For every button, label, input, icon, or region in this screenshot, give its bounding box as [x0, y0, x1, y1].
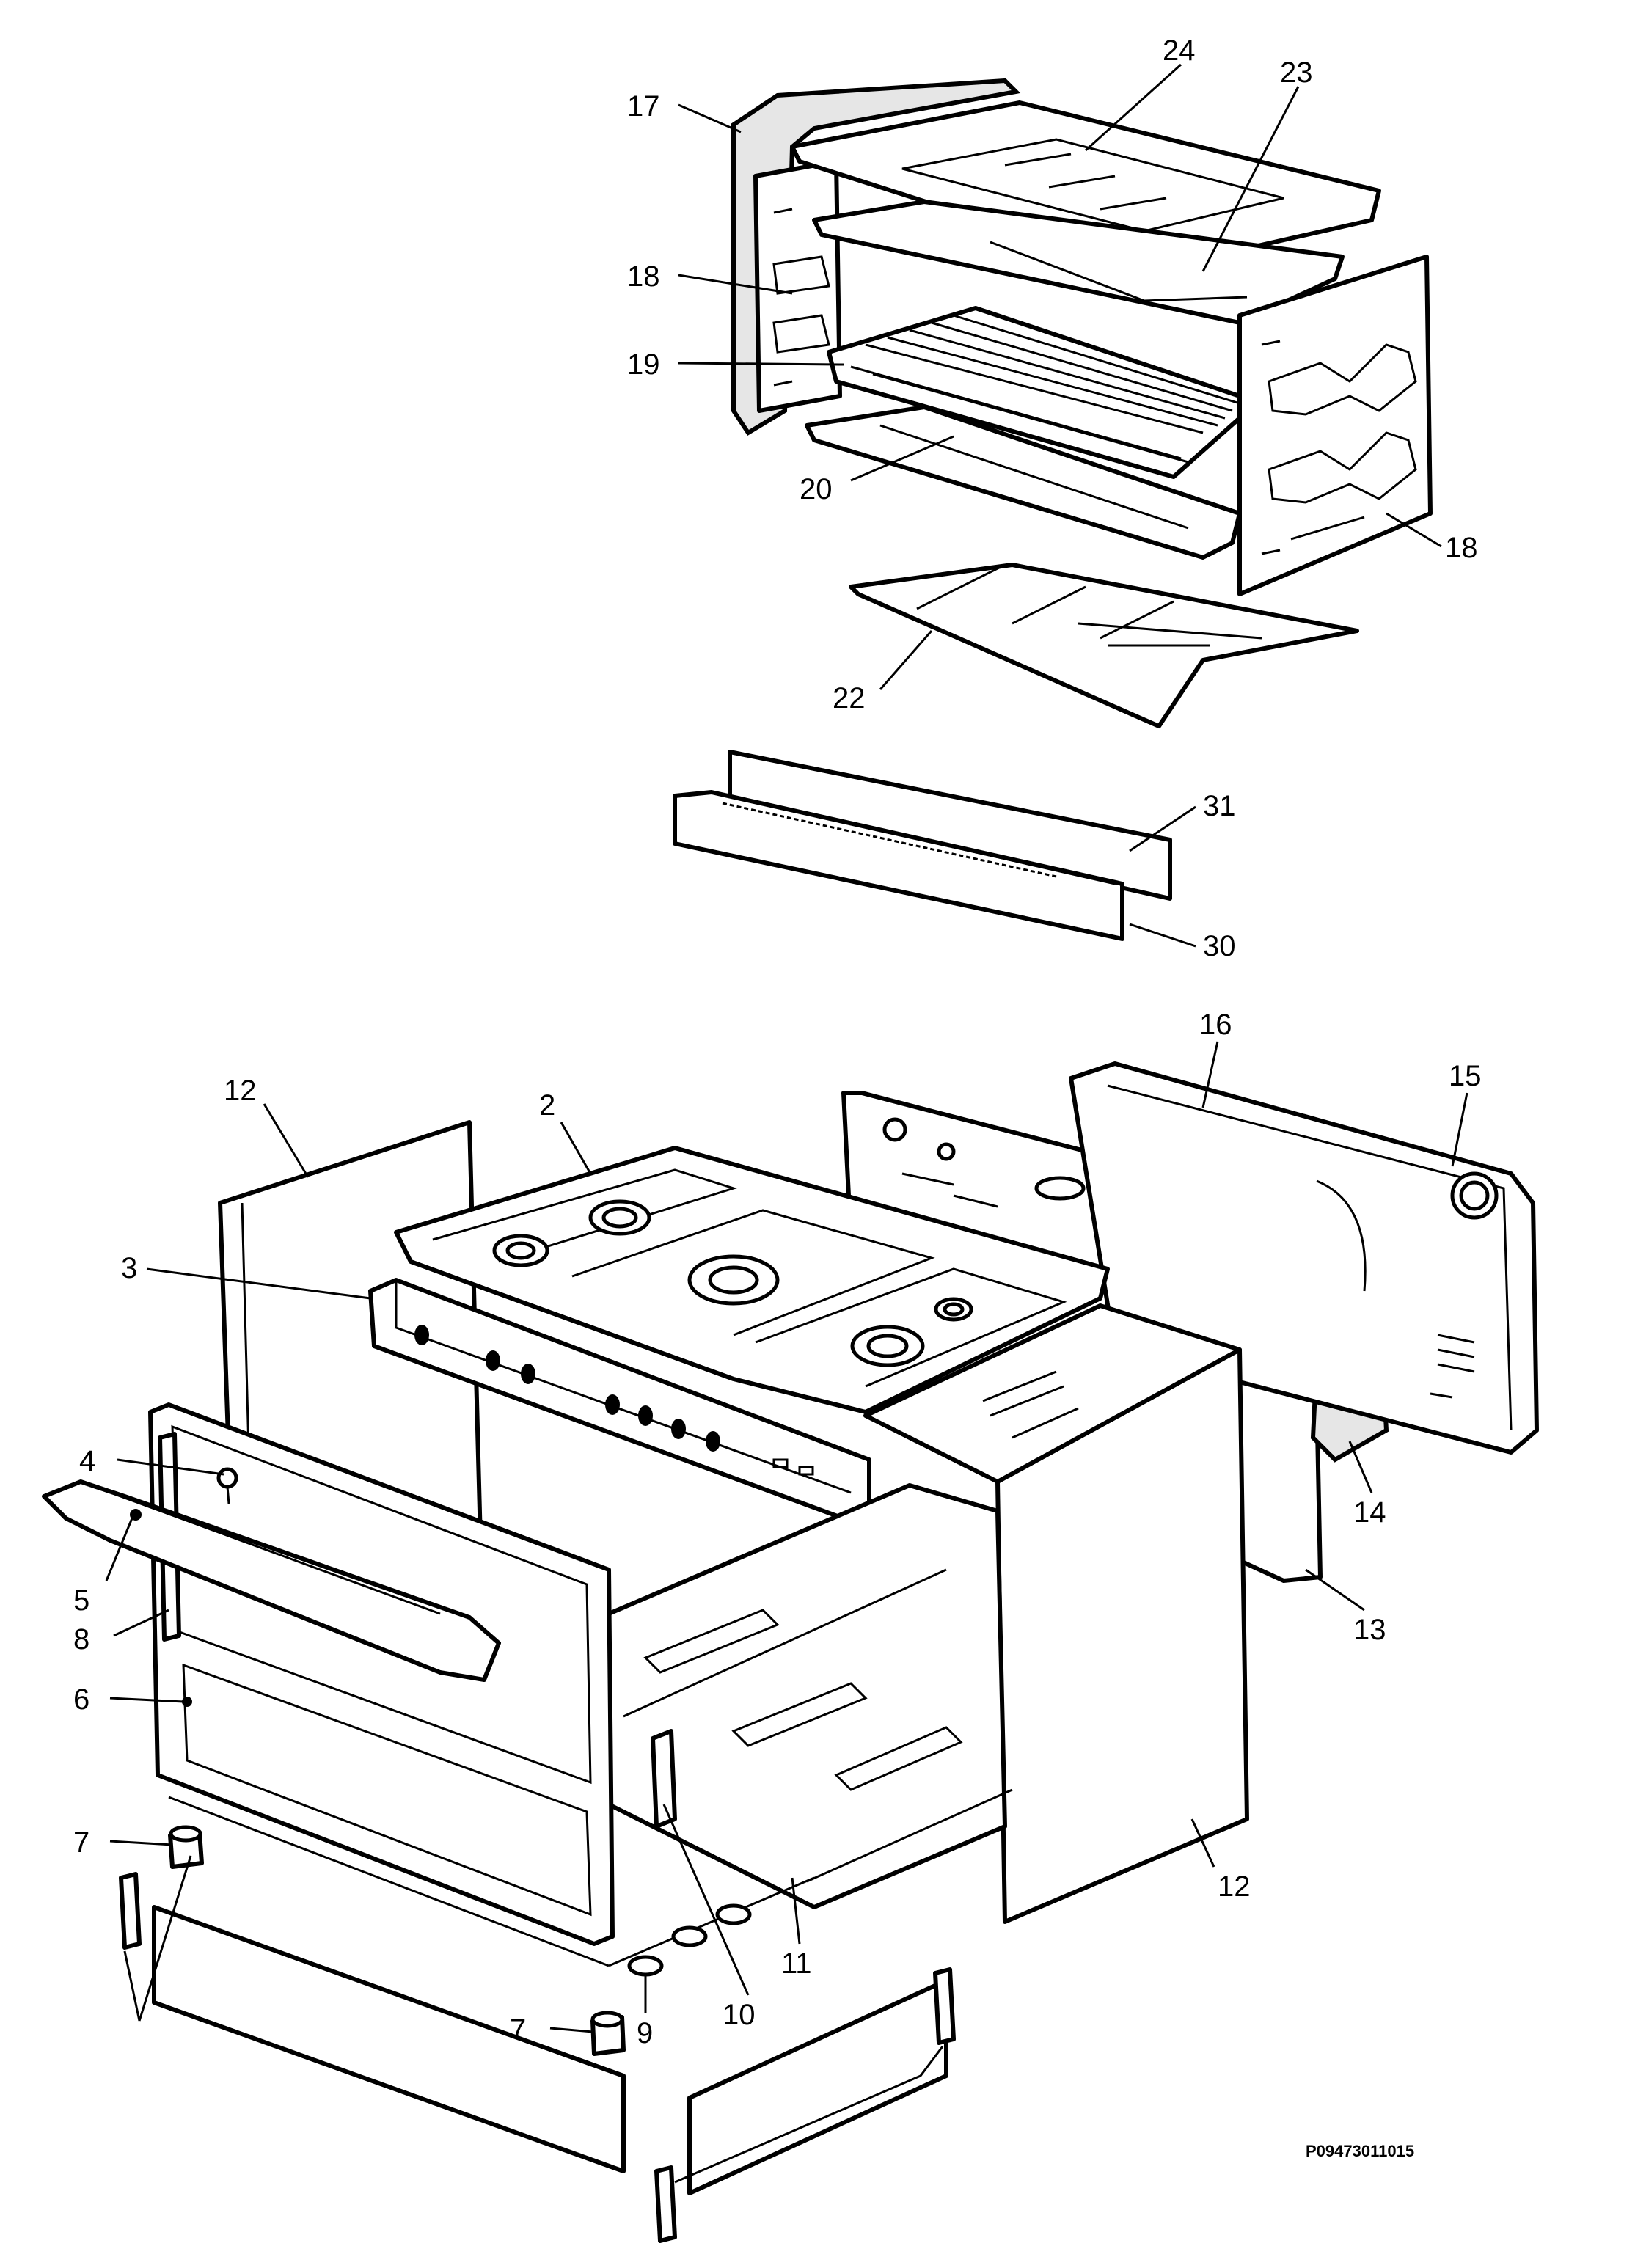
callout-31: 31 — [1203, 790, 1236, 822]
callout-4: 4 — [79, 1445, 95, 1477]
callout-8: 8 — [73, 1623, 89, 1656]
callout-7-front: 7 — [73, 1826, 89, 1859]
cabinet-assembly — [42, 1061, 1539, 2243]
deflector-strips — [673, 750, 1172, 941]
callout-6: 6 — [73, 1683, 89, 1716]
callout-3: 3 — [121, 1252, 137, 1284]
callout-2: 2 — [539, 1089, 555, 1122]
callout-13: 13 — [1353, 1614, 1386, 1646]
top-cover — [790, 100, 1381, 274]
right-side-wall — [1237, 255, 1433, 596]
callout-12-right: 12 — [1218, 1870, 1251, 1903]
oven-bottom-tray — [805, 405, 1242, 560]
callout-5: 5 — [73, 1584, 89, 1617]
leader-lines — [105, 63, 1468, 2184]
callout-14: 14 — [1353, 1496, 1386, 1529]
callout-11: 11 — [781, 1947, 812, 1980]
drawing-code: P09473011015 — [1306, 2142, 1414, 2160]
callout-labels: 24 23 17 18 19 20 18 22 31 30 16 15 12 2… — [73, 34, 1482, 2160]
oven-floor-panel — [849, 563, 1359, 728]
adjustable-foot-rear — [590, 2011, 626, 2056]
control-knobs — [414, 1325, 720, 1452]
adjustable-foot-front — [168, 1825, 204, 1869]
callout-18-left: 18 — [627, 260, 660, 293]
callout-15: 15 — [1449, 1060, 1482, 1092]
callout-18-right: 18 — [1445, 532, 1478, 564]
hob-burners — [492, 1199, 973, 1367]
front-frame — [148, 1402, 615, 1946]
front-deflector-strip — [673, 790, 1124, 941]
hinge-bracket — [651, 1729, 677, 1829]
rear-deflector-strip — [728, 750, 1172, 901]
callout-12-left: 12 — [224, 1075, 257, 1107]
callout-30: 30 — [1203, 930, 1236, 962]
callout-24: 24 — [1163, 34, 1196, 67]
callout-19: 19 — [627, 348, 660, 381]
callout-9: 9 — [637, 2017, 653, 2049]
oven-cavity-assembly — [731, 78, 1433, 728]
cabinet-body — [863, 1303, 1242, 1484]
callout-23: 23 — [1280, 56, 1313, 89]
side-kickboard — [687, 1978, 948, 2195]
inner-top-liner — [812, 200, 1345, 325]
callout-20: 20 — [800, 473, 833, 505]
callout-7-rear: 7 — [510, 2013, 526, 2046]
callout-17: 17 — [627, 90, 660, 122]
callout-10: 10 — [723, 1999, 756, 2031]
callout-22: 22 — [833, 682, 866, 714]
callout-16: 16 — [1199, 1009, 1232, 1041]
